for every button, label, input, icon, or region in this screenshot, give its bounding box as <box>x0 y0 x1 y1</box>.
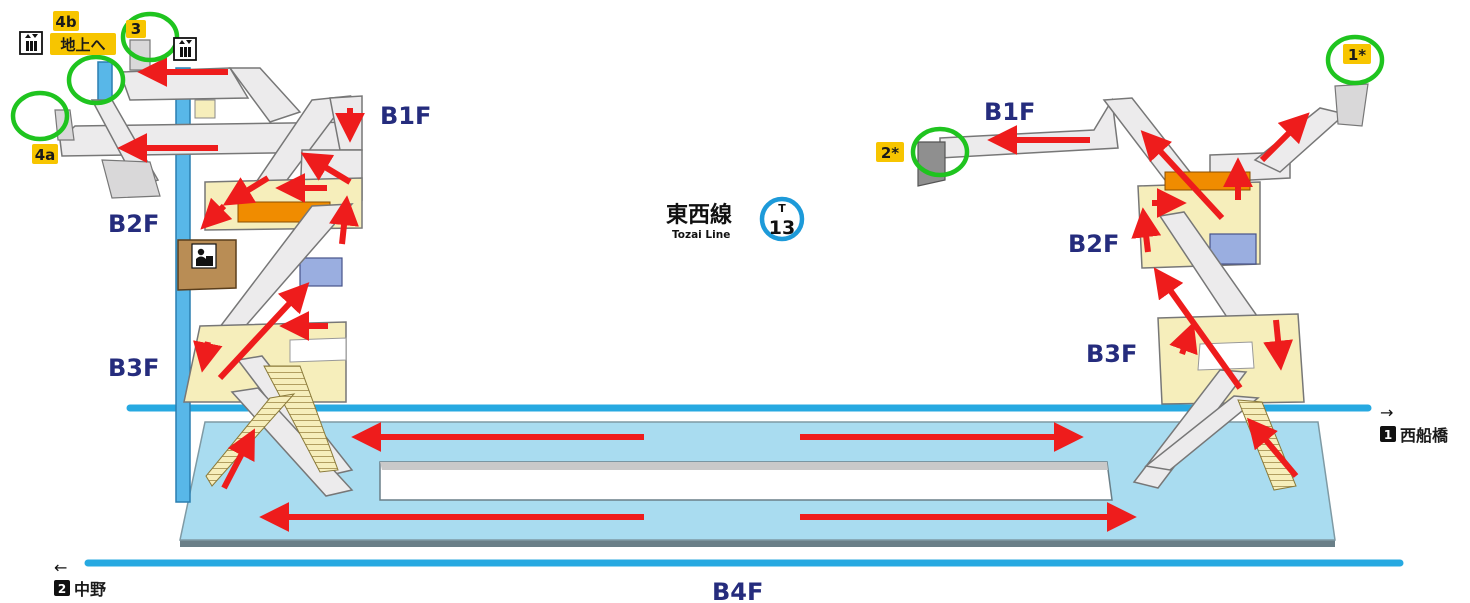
exit-1-label: 1* <box>1348 46 1366 64</box>
direction-west: ← 2 中野 <box>54 558 106 599</box>
route-arrow <box>1153 267 1243 390</box>
direction-west-arrow: ← <box>54 558 67 577</box>
route-arrow <box>1263 319 1294 371</box>
route-arrow <box>300 152 352 185</box>
route-arrow <box>1169 321 1198 356</box>
route-arrow <box>221 428 255 490</box>
exit-tag-2: 2* <box>876 142 904 162</box>
route-arrow <box>1131 207 1162 253</box>
route-arrow <box>1259 112 1310 163</box>
route-arrows <box>117 57 1310 532</box>
highlight-circle <box>10 90 70 142</box>
exit-4b-caption-label: 地上へ <box>60 36 105 54</box>
route-arrow <box>217 282 310 381</box>
direction-east-number: 1 <box>1384 428 1392 442</box>
line-code-circle <box>759 196 805 242</box>
line-code-number: 13 <box>769 217 795 239</box>
line-logo: 東西線 Tozai Line T 13 <box>666 196 805 242</box>
highlight-circle <box>910 126 970 178</box>
route-arrow <box>1247 417 1299 478</box>
line-name-jp: 東西線 <box>666 202 732 228</box>
exit-4b-label: 4b <box>55 13 76 31</box>
route-arrow <box>222 175 270 206</box>
highlight-circle <box>120 11 180 63</box>
elevator-icon <box>19 31 43 55</box>
direction-east-arrow: → <box>1380 403 1393 422</box>
direction-west-number: 2 <box>58 582 66 596</box>
exit-3-label: 3 <box>131 20 141 38</box>
line-name-en: Tozai Line <box>672 229 730 241</box>
exit-2-label: 2* <box>881 144 899 162</box>
exit-4a-label: 4a <box>35 146 56 164</box>
station-office-icon <box>191 243 217 269</box>
highlight-circle <box>1325 34 1385 86</box>
platform-b4f <box>179 421 1336 547</box>
right-b3f-label: B3F <box>1086 340 1137 368</box>
exit-tag-4a: 4a <box>32 144 58 164</box>
highlight-circle <box>66 54 126 106</box>
left-b3f-label: B3F <box>108 354 159 382</box>
direction-west-name: 中野 <box>74 580 106 599</box>
right-b1f-label: B1F <box>984 98 1035 126</box>
platform-b4f-label: B4F <box>712 578 763 603</box>
route-arrow <box>193 340 223 373</box>
route-arrow <box>200 197 233 230</box>
direction-east: → 1 西船橋 <box>1380 403 1449 445</box>
left-b2f-label: B2F <box>108 210 159 238</box>
left-b1f-label: B1F <box>380 102 431 130</box>
exit-tag-4b-caption: 地上へ <box>50 33 116 55</box>
direction-east-name: 西船橋 <box>1400 426 1449 445</box>
exit-tag-4b: 4b <box>53 11 79 31</box>
highlight-circles <box>10 11 1385 178</box>
exit-tag-3: 3 <box>126 20 146 38</box>
line-code-letter: T <box>778 202 786 215</box>
exit-tag-1: 1* <box>1343 44 1371 64</box>
route-arrow <box>329 195 359 245</box>
right-b2f-label: B2F <box>1068 230 1119 258</box>
elevator-icon <box>173 37 197 61</box>
route-arrow <box>1140 130 1225 221</box>
